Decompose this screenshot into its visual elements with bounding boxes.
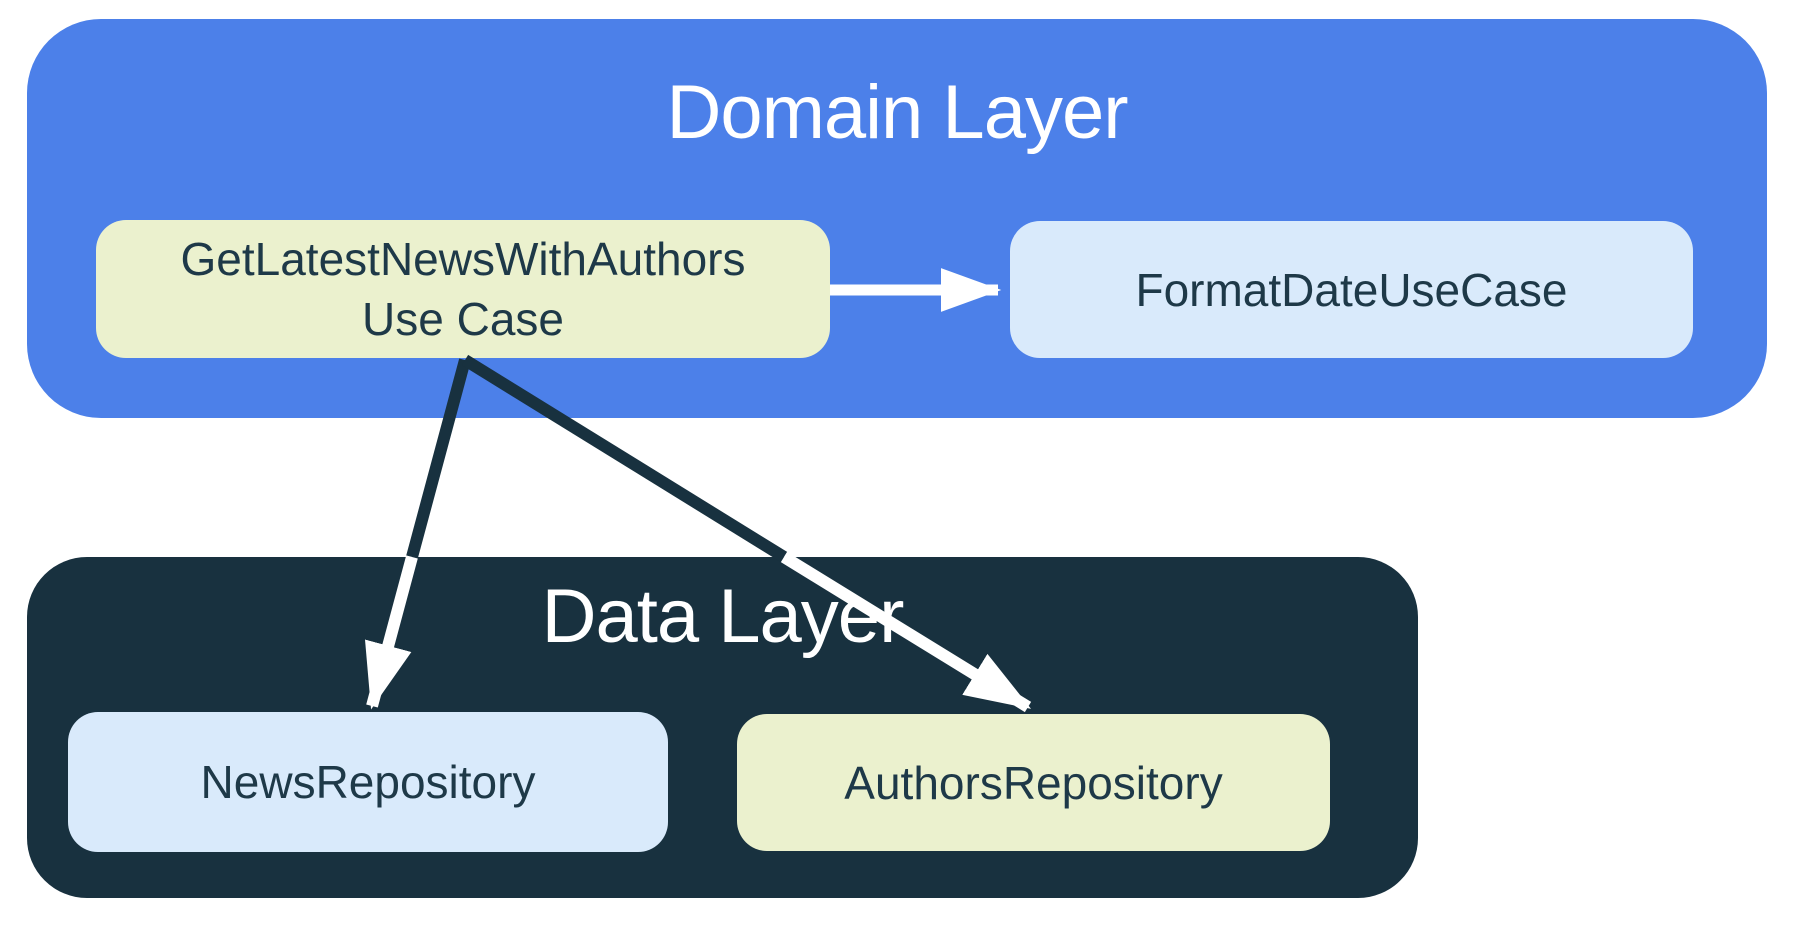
format-date-use-case-box: FormatDateUseCase (1010, 221, 1693, 358)
news-repository-label: NewsRepository (200, 756, 536, 808)
use-case-box: GetLatestNewsWithAuthors Use Case (96, 220, 830, 358)
news-repository-box: NewsRepository (68, 712, 668, 852)
data-layer-title: Data Layer (541, 574, 905, 659)
domain-layer-title: Domain Layer (666, 70, 1128, 155)
format-date-label: FormatDateUseCase (1135, 263, 1568, 316)
use-case-label-line1: GetLatestNewsWithAuthors (180, 233, 746, 285)
data-layer-container: Data Layer NewsRepository AuthorsReposit… (27, 557, 1418, 898)
authors-repository-label: AuthorsRepository (844, 756, 1223, 809)
domain-layer-container: Domain Layer GetLatestNewsWithAuthors Us… (27, 19, 1767, 418)
use-case-label-line2: Use Case (362, 293, 564, 345)
authors-repository-box: AuthorsRepository (737, 714, 1330, 851)
